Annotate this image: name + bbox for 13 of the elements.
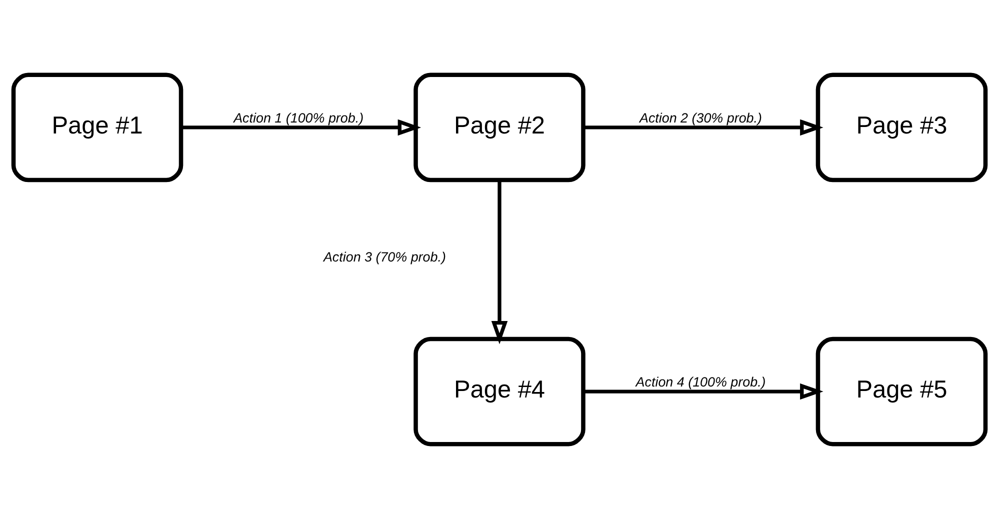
node-box: Page #1 xyxy=(11,72,184,182)
edge-label: Action 3 (70% prob.) xyxy=(323,250,446,265)
arrow xyxy=(181,119,422,136)
edge-label: Action 1 (100% prob.) xyxy=(234,110,364,126)
arrow xyxy=(491,180,508,344)
edge-label: Action 2 (30% prob.) xyxy=(639,110,762,126)
arrow xyxy=(584,119,824,136)
node-box: Page #2 xyxy=(414,72,586,182)
edge-label: Action 4 (100% prob.) xyxy=(636,374,766,390)
node-box: Page #5 xyxy=(816,336,988,446)
node-box: Page #3 xyxy=(816,72,988,182)
arrow xyxy=(584,383,824,400)
node-box: Page #4 xyxy=(414,336,586,446)
